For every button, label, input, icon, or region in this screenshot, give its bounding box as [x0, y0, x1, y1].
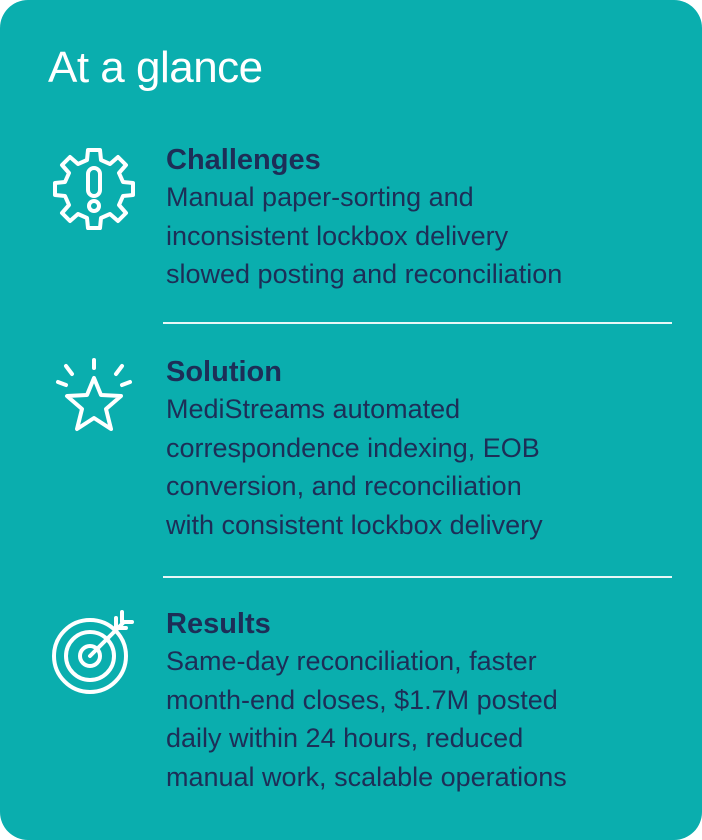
body-line: manual work, scalable operations: [166, 761, 567, 792]
body-line: inconsistent lockbox delivery: [166, 220, 509, 251]
body-line: Manual paper-sorting and: [166, 182, 474, 212]
results-text: Results Same-day reconciliation, faster …: [166, 606, 676, 796]
body-line: with consistent lockbox delivery: [166, 509, 543, 540]
card-title: At a glance: [48, 43, 263, 92]
section-body: Same-day reconciliation, faster month-en…: [166, 642, 676, 796]
gear-alert-icon: [48, 142, 140, 234]
section-body: Manual paper-sorting and inconsistent lo…: [166, 178, 676, 294]
body-line: Same-day reconciliation, faster: [166, 646, 537, 676]
section-heading: Results: [166, 608, 271, 640]
section-body: MediStreams automated correspondence ind…: [166, 390, 676, 544]
star-sparkle-icon: [48, 352, 140, 444]
divider: [163, 576, 672, 578]
body-line: slowed posting and reconciliation: [166, 259, 563, 289]
body-line: correspondence indexing, EOB: [166, 432, 540, 463]
body-line: conversion, and reconciliation: [166, 471, 522, 501]
challenges-text: Challenges Manual paper-sorting and inco…: [166, 142, 676, 294]
solution-text: Solution MediStreams automated correspon…: [166, 354, 676, 544]
divider: [163, 322, 672, 324]
target-arrow-icon: [48, 606, 140, 698]
body-line: month-end closes, $1.7M posted: [166, 684, 558, 715]
body-line: MediStreams automated: [166, 394, 461, 424]
body-line: daily within 24 hours, reduced: [166, 723, 524, 753]
section-heading: Solution: [166, 356, 282, 388]
section-heading: Challenges: [166, 144, 321, 176]
